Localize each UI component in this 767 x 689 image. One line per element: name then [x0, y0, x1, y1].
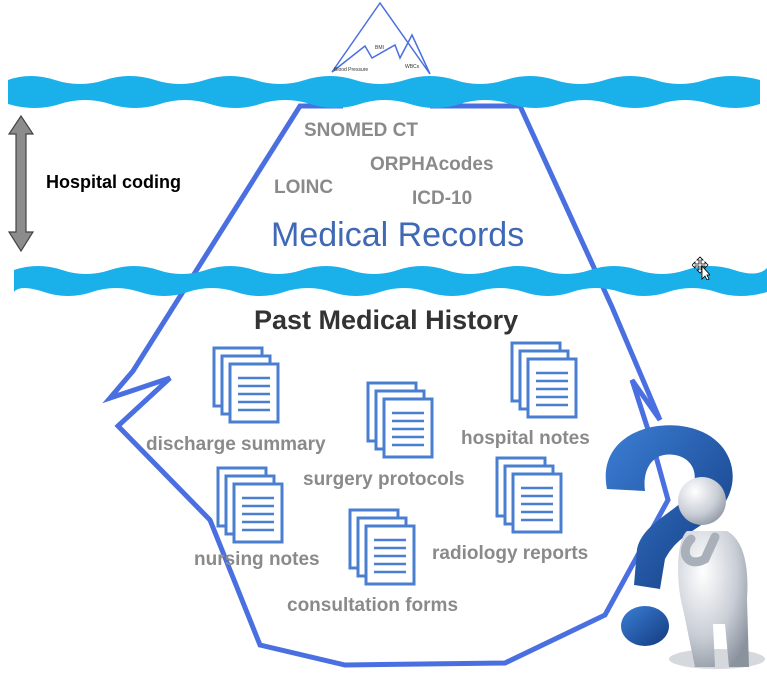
document-stack-icon	[366, 381, 434, 459]
hospital-coding-label: Hospital coding	[46, 172, 181, 192]
document-stack-icon	[495, 456, 563, 534]
water-band-top	[8, 76, 760, 108]
doc-label-nursing: nursing notes	[194, 549, 320, 570]
document-stack-icon	[212, 346, 280, 424]
doc-label-surgery: surgery protocols	[303, 469, 465, 490]
code-loinc: LOINC	[274, 177, 334, 198]
question-mark-icon	[605, 425, 733, 646]
document-stack-icon	[348, 508, 416, 586]
past-medical-history-title: Past Medical History	[254, 305, 519, 335]
tip-label-wbcs: WBCs	[405, 64, 420, 70]
document-stack-icon	[216, 466, 284, 544]
doc-label-consultation: consultation forms	[287, 595, 459, 616]
doc-label-hospital-notes: hospital notes	[461, 428, 590, 449]
double-arrow-icon	[7, 114, 35, 253]
code-snomed: SNOMED CT	[304, 120, 418, 141]
tip-label-bmi: BMI	[375, 45, 384, 51]
thinking-person-icon	[669, 477, 765, 669]
move-cursor-icon	[692, 256, 710, 280]
code-icd10: ICD-10	[412, 188, 473, 209]
document-stack-icon	[510, 341, 578, 419]
code-orpha: ORPHAcodes	[370, 154, 494, 175]
water-band-bottom	[14, 266, 767, 296]
doc-label-radiology: radiology reports	[432, 543, 589, 564]
doc-label-discharge: discharge summary	[146, 434, 326, 455]
tip-label-blood-pressure: Blood Pressure	[334, 67, 369, 73]
medical-records-title: Medical Records	[271, 216, 525, 254]
